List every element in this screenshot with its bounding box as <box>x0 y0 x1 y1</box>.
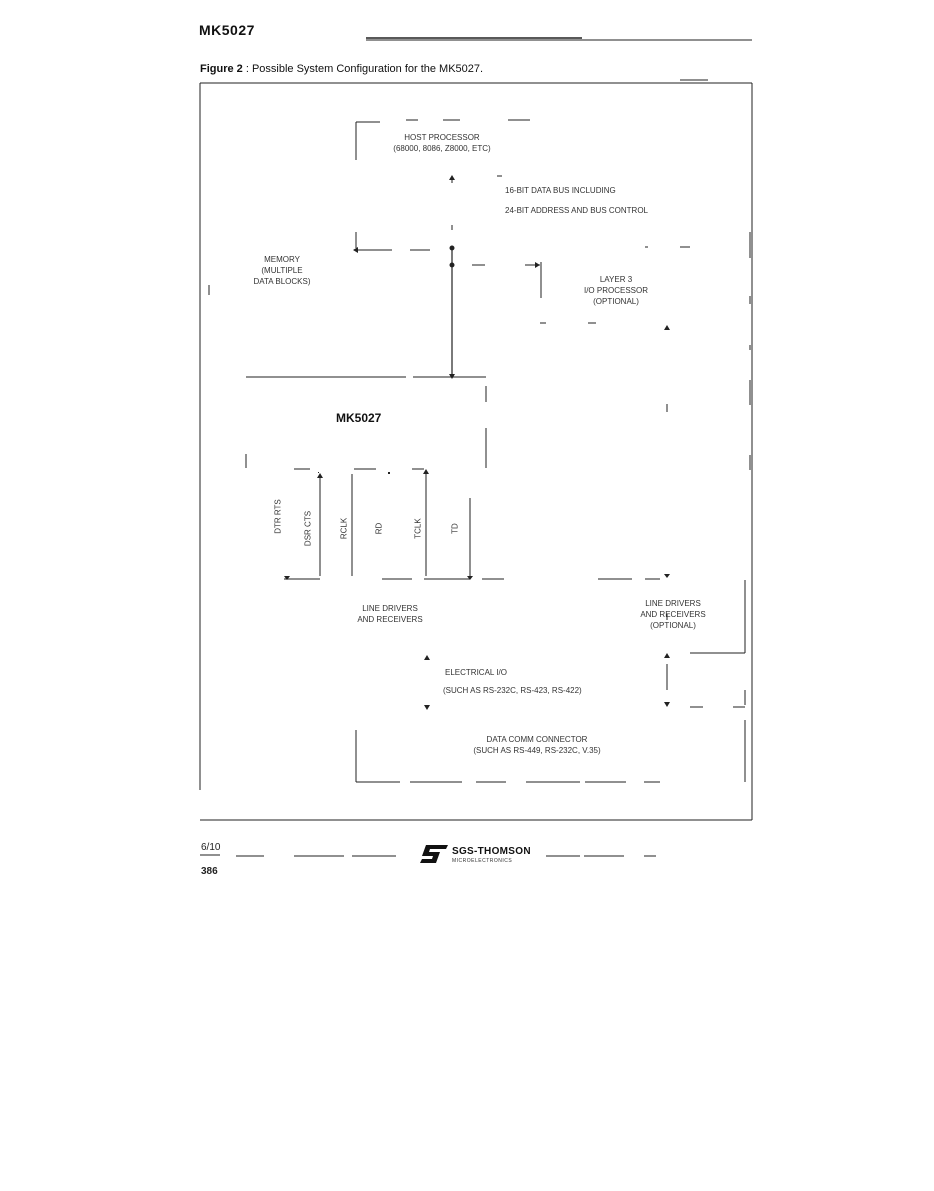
arrow-to-memory <box>353 247 358 253</box>
host-processor-label: HOST PROCESSOR (68000, 8086, Z8000, ETC) <box>372 132 512 154</box>
data-comm-connector-label: DATA COMM CONNECTOR (SUCH AS RS-449, RS-… <box>462 734 612 756</box>
line-drivers-right-line3: (OPTIONAL) <box>650 621 696 630</box>
arrow-bus-up <box>449 175 455 180</box>
line-drivers-left-label: LINE DRIVERS AND RECEIVERS <box>340 603 440 625</box>
host-processor-types: (68000, 8086, Z8000, ETC) <box>393 144 491 153</box>
signal-rclk: RCLK <box>339 517 349 540</box>
document-title: MK5027 <box>199 22 255 38</box>
layer3-line3: (OPTIONAL) <box>593 297 639 306</box>
mk5027-chip-label: MK5027 <box>336 411 382 425</box>
signal-dsr-cts: DSR CTS <box>303 510 313 547</box>
layer3-line2: I/O PROCESSOR <box>583 286 648 295</box>
memory-title: MEMORY <box>264 255 300 264</box>
data-bus-line1: 16-BIT DATA BUS INCLUDING <box>505 186 616 195</box>
company-logo-subtitle: MICROELECTRONICS <box>452 858 513 864</box>
st-logo-icon <box>420 845 448 863</box>
arrow-tclk-up <box>423 469 429 474</box>
memory-line2: (MULTIPLE <box>261 266 303 275</box>
signal-tclk: TCLK <box>413 518 423 539</box>
figure-caption: Figure 2 : Possible System Configuration… <box>200 63 483 75</box>
layer3-title: LAYER 3 <box>599 275 633 284</box>
bus-junction-1 <box>449 245 455 251</box>
memory-line3: DATA BLOCKS) <box>253 277 311 286</box>
line-drivers-right-line2: AND RECEIVERS <box>640 610 706 619</box>
arrow-dtr-rts-down <box>284 576 290 580</box>
signal-rd: RD <box>374 522 384 535</box>
page-reference: 6/10 <box>201 842 221 853</box>
signal-dtr-rts: DTR RTS <box>273 499 283 534</box>
arrow-layer3-up <box>664 325 670 330</box>
figure-label: Figure 2 <box>200 63 243 75</box>
line-drivers-right-line1: LINE DRIVERS <box>645 599 701 608</box>
memory-label: MEMORY (MULTIPLE DATA BLOCKS) <box>235 254 329 287</box>
arrow-dsr-cts-up <box>317 473 323 478</box>
arrow-electrical-down <box>424 705 430 710</box>
company-logo-name: SGS-THOMSON <box>452 846 531 857</box>
arrow-to-chip <box>449 374 455 379</box>
electrical-io-examples: (SUCH AS RS-232C, RS-423, RS-422) <box>443 686 582 695</box>
data-bus-label: 16-BIT DATA BUS INCLUDING 24-BIT ADDRESS… <box>505 185 648 216</box>
arrow-electrical-up <box>424 655 430 660</box>
data-comm-connector-examples: (SUCH AS RS-449, RS-232C, V.35) <box>473 746 601 755</box>
line-drivers-right-label: LINE DRIVERS AND RECEIVERS (OPTIONAL) <box>624 598 722 631</box>
signal-td: TD <box>450 523 460 534</box>
data-bus-line2: 24-BIT ADDRESS AND BUS CONTROL <box>505 206 648 215</box>
line-drivers-left-line1: LINE DRIVERS <box>362 604 418 613</box>
arrow-right-drivers-down <box>664 574 670 578</box>
layer3-label: LAYER 3 I/O PROCESSOR (OPTIONAL) <box>566 274 666 307</box>
data-comm-connector-title: DATA COMM CONNECTOR <box>486 735 588 744</box>
arrow-right-electrical-up <box>664 653 670 658</box>
arrow-td-down <box>467 576 473 580</box>
bus-junction-2 <box>449 262 455 268</box>
electrical-io-label: ELECTRICAL I/O (SUCH AS RS-232C, RS-423,… <box>443 667 582 696</box>
line-drivers-left-line2: AND RECEIVERS <box>357 615 423 624</box>
arrow-to-layer3 <box>535 262 540 268</box>
host-processor-title: HOST PROCESSOR <box>404 133 480 142</box>
page-number: 386 <box>201 866 218 877</box>
figure-caption-text: : Possible System Configuration for the … <box>242 63 484 75</box>
electrical-io-title: ELECTRICAL I/O <box>445 668 507 677</box>
arrow-right-electrical-down <box>664 702 670 707</box>
